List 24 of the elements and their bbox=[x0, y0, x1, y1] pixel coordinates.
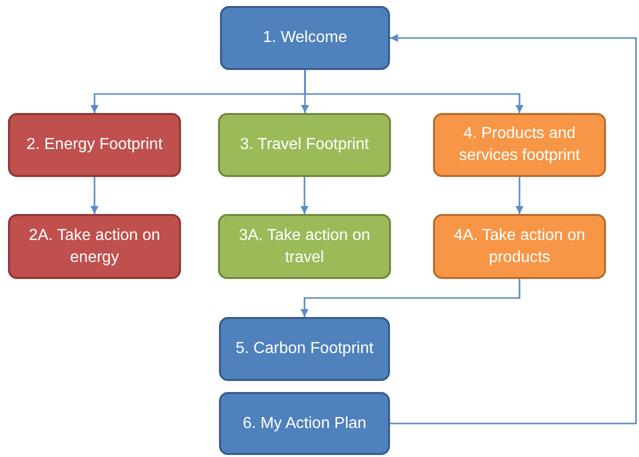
box-label: 3. Travel Footprint bbox=[240, 135, 369, 156]
process-box bbox=[433, 214, 606, 279]
arrow bbox=[300, 279, 520, 317]
process-box bbox=[220, 6, 390, 70]
arrow bbox=[304, 70, 524, 113]
box-label: 2. Energy Footprint bbox=[26, 135, 163, 156]
arrow bbox=[390, 34, 637, 424]
arrow bbox=[300, 177, 308, 214]
box-label: 4A. Take action on products bbox=[452, 226, 586, 268]
arrow bbox=[90, 177, 98, 214]
process-box bbox=[8, 214, 181, 279]
box-label: 2A. Take action on energy bbox=[28, 226, 162, 268]
box-label: 4. Products and services footprint bbox=[458, 124, 581, 166]
box-label: 3A. Take action on travel bbox=[238, 226, 372, 268]
process-box bbox=[218, 214, 391, 279]
process-box bbox=[8, 113, 181, 177]
process-box bbox=[219, 317, 390, 381]
process-box bbox=[219, 392, 390, 455]
box-label: 6. My Action Plan bbox=[242, 414, 366, 434]
box-label: 5. Carbon Footprint bbox=[236, 339, 374, 360]
process-box bbox=[433, 113, 606, 177]
box-label: 1. Welcome bbox=[262, 28, 348, 48]
arrow bbox=[516, 177, 524, 214]
process-box bbox=[218, 113, 391, 177]
